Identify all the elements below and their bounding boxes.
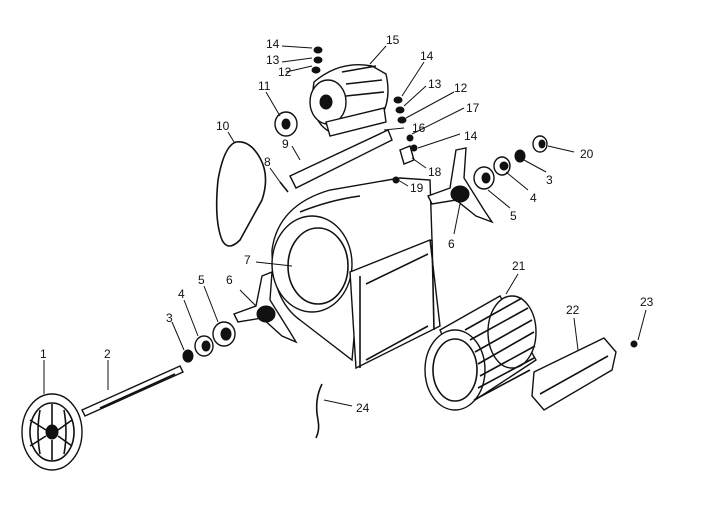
callout-14-left: 14 bbox=[266, 37, 280, 51]
blower-shaft bbox=[81, 365, 184, 417]
callout-12-left: 12 bbox=[278, 65, 292, 79]
motor bbox=[309, 64, 389, 137]
bearing-bracket-left bbox=[233, 270, 298, 344]
callout-14-right: 14 bbox=[464, 129, 478, 143]
callout-10: 10 bbox=[216, 119, 230, 133]
callout-12-right: 12 bbox=[454, 81, 468, 95]
collar-right bbox=[514, 149, 526, 163]
cutoff-plate bbox=[531, 337, 617, 411]
callout-18: 18 bbox=[428, 165, 442, 179]
callout-21: 21 bbox=[512, 259, 526, 273]
motor-mount-bracket bbox=[289, 129, 393, 189]
callout-22: 22 bbox=[566, 303, 580, 317]
screw bbox=[630, 340, 638, 348]
callout-3-right: 3 bbox=[546, 173, 553, 187]
bearing-housing-right bbox=[473, 166, 495, 190]
wire bbox=[315, 383, 323, 439]
set-screw bbox=[392, 176, 400, 184]
callout-13-left: 13 bbox=[266, 53, 280, 67]
callout-2: 2 bbox=[104, 347, 111, 361]
callout-8: 8 bbox=[264, 155, 271, 169]
callout-16: 16 bbox=[412, 121, 426, 135]
collar-left bbox=[182, 349, 194, 363]
bolt bbox=[279, 181, 289, 193]
mount-hardware bbox=[406, 134, 418, 152]
motor-hardware-left bbox=[311, 46, 323, 74]
callout-5-right: 5 bbox=[510, 209, 517, 223]
blower-wheel bbox=[424, 295, 537, 411]
callout-9: 9 bbox=[282, 137, 289, 151]
callout-6-left: 6 bbox=[226, 273, 233, 287]
callout-15: 15 bbox=[386, 33, 400, 47]
bearing-right bbox=[493, 156, 511, 176]
callout-17: 17 bbox=[466, 101, 480, 115]
end-cap bbox=[532, 135, 548, 153]
pulley-wheel bbox=[21, 393, 83, 471]
callout-23: 23 bbox=[640, 295, 654, 309]
callout-13-right: 13 bbox=[428, 77, 442, 91]
callout-5-left: 5 bbox=[198, 273, 205, 287]
callout-11: 11 bbox=[258, 79, 271, 93]
callout-19: 19 bbox=[410, 181, 424, 195]
drive-belt bbox=[215, 141, 267, 247]
callout-14-right-top: 14 bbox=[420, 49, 434, 63]
callout-3-left: 3 bbox=[166, 311, 173, 325]
callout-6-right: 6 bbox=[448, 237, 455, 251]
motor-pulley bbox=[274, 111, 298, 137]
callout-4-left: 4 bbox=[178, 287, 185, 301]
leader-lines bbox=[43, 45, 647, 407]
callout-labels: 1 2 3 4 5 6 7 8 9 10 11 12 13 14 15 14 1… bbox=[40, 33, 654, 415]
motor-hardware-right bbox=[393, 96, 407, 124]
callout-20: 20 bbox=[580, 147, 594, 161]
callout-4-right: 4 bbox=[530, 191, 537, 205]
bearing-bracket-right bbox=[427, 147, 494, 224]
bearing-left bbox=[194, 335, 214, 357]
bearing-housing-left bbox=[212, 321, 236, 347]
blower-housing bbox=[271, 177, 441, 370]
callout-24: 24 bbox=[356, 401, 370, 415]
callout-7: 7 bbox=[244, 253, 251, 267]
callout-1: 1 bbox=[40, 347, 47, 361]
